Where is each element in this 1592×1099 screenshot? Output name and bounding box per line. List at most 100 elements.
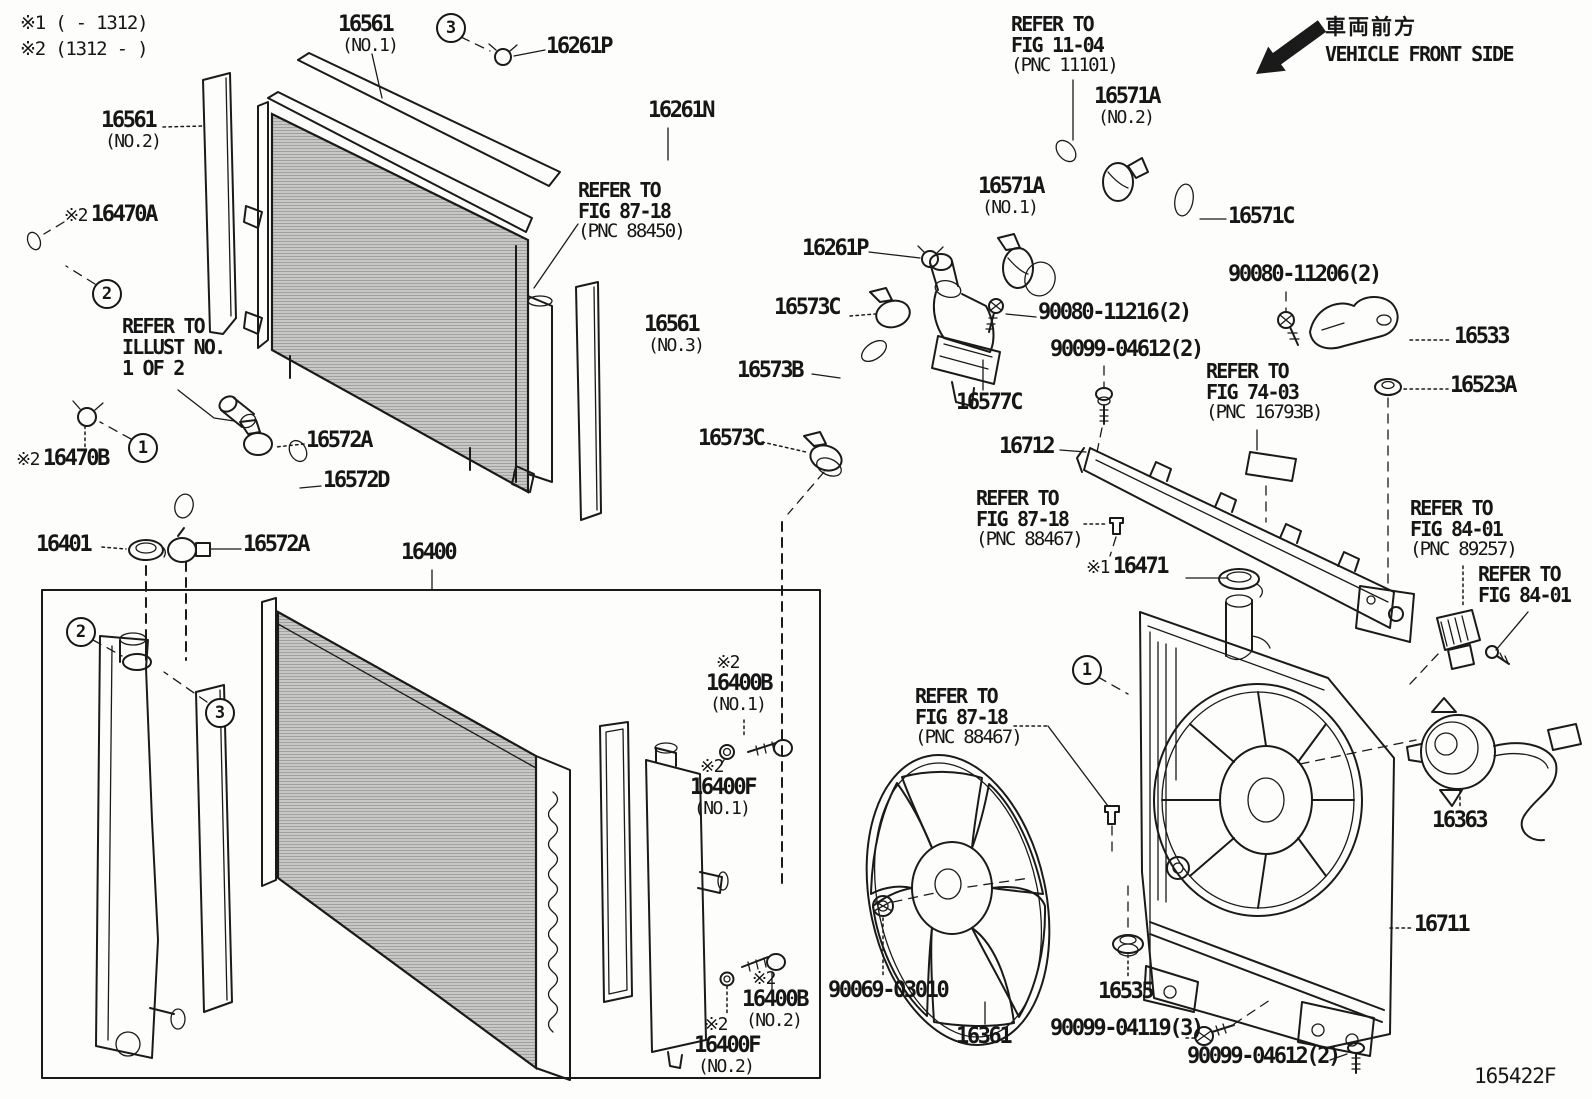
drawing-number: 165422F <box>1474 1064 1557 1088</box>
refer-line: FIG 11-04 <box>1011 32 1105 57</box>
refer-line: FIG 84-01 <box>1410 516 1504 541</box>
part-number: 16261N <box>648 98 715 123</box>
part-number: 16535 <box>1098 979 1155 1004</box>
part-number: 16400F <box>690 774 757 800</box>
label-16573C-1: 16573C <box>774 296 841 320</box>
part-number: 16261P <box>802 236 869 261</box>
refer-line: (PNC 16793B) <box>1206 400 1323 423</box>
part-number-row: 16261N <box>648 98 715 123</box>
part-number: 16471 <box>1112 554 1170 579</box>
label-16523A: 16523A <box>1450 374 1517 398</box>
part-number-row: 90099-04119(3) <box>1050 1017 1204 1041</box>
part-number: 16363 <box>1432 808 1489 833</box>
callout-circle-3-4: 3 <box>205 698 235 728</box>
part-number: 90099-04612(2) <box>1187 1044 1341 1069</box>
callout-circle-2-1: 2 <box>92 279 122 309</box>
label-90069-03010: 90069-03010 <box>828 979 950 1003</box>
part-number: 90080-11206(2) <box>1228 262 1382 287</box>
bracket-16533 <box>1309 296 1399 350</box>
refer-line: FIG 87-18 <box>578 198 672 223</box>
radiator-left-tank <box>95 632 186 1059</box>
note-prefix: ※2 <box>16 449 40 470</box>
clamp-16470B <box>72 400 104 427</box>
part-number: 90099-04612(2) <box>1050 337 1204 362</box>
part-number: 16571A <box>978 174 1045 199</box>
part-number-row: 16400B <box>706 672 773 696</box>
note-asterisk-1: ※1 ( - 1312) <box>20 12 149 34</box>
label-16577C: 16577C <box>956 391 1023 415</box>
label-16572A-1: 16572A <box>306 428 373 453</box>
grommet-16535 <box>1112 934 1144 957</box>
label-16571C: 16571C <box>1228 204 1295 229</box>
hose-16572D <box>174 439 308 519</box>
part-number: 16533 <box>1454 324 1511 349</box>
drain-plug-16400B-no1 <box>747 739 793 757</box>
radiator-support-16712 <box>1076 447 1415 643</box>
vehicle-front-en: VEHICLE FRONT SIDE <box>1325 42 1515 67</box>
label-90099-04612-bottom: 90099-04612(2) <box>1187 1044 1341 1069</box>
radiator-cap-16471 <box>1218 568 1264 598</box>
refer-line: (PNC 11101) <box>1011 53 1119 76</box>
refer-line: (PNC 88467) <box>976 527 1084 550</box>
bolt-90080-11216 <box>985 298 1004 333</box>
part-number-row: 90069-03010 <box>828 979 950 1003</box>
radiator-cap-16401 <box>128 539 166 561</box>
label-16561-no1: 16561(NO.1) <box>338 13 399 56</box>
part-variant: (NO.1) <box>694 797 751 819</box>
part-number: 16400F <box>694 1032 761 1058</box>
vehicle-front-jp: 車両前方 <box>1325 15 1417 39</box>
clamp-16571A-no2 <box>1102 157 1149 202</box>
clamp-16261P-mid <box>917 245 944 268</box>
screw-88467-upper <box>1109 517 1124 535</box>
part-number-row: 16573B <box>737 359 804 383</box>
part-number-row: 90099-04612(2) <box>1050 337 1204 362</box>
part-variant: (NO.1) <box>710 693 767 715</box>
fan-shroud-16711 <box>1139 594 1395 1057</box>
label-16572D: 16572D <box>323 469 390 493</box>
label-90099-04612-top: 90099-04612(2) <box>1050 337 1204 362</box>
part-variant: (NO.2) <box>698 1055 755 1077</box>
refer-line: REFER TO <box>122 314 206 338</box>
part-number-row: 16572D <box>323 469 390 493</box>
refer-line: FIG 84-01 <box>1478 582 1572 607</box>
clamp-16573C-1 <box>869 287 911 329</box>
label-16363: 16363 <box>1432 808 1489 833</box>
label-16533: 16533 <box>1454 324 1511 349</box>
seal-strip-16561-no3 <box>575 281 602 521</box>
connector-89257 <box>1436 609 1510 670</box>
part-number: 16572A <box>306 428 373 453</box>
hose-16571C <box>1024 183 1194 297</box>
part-number-row: 16401 <box>36 533 93 557</box>
part-variant: (NO.1) <box>342 34 399 56</box>
part-number-row: 16573C <box>698 427 765 451</box>
part-variant: (NO.2) <box>105 130 162 152</box>
note-prefix: ※2 <box>752 968 776 989</box>
part-number-row: 16361 <box>956 1025 1013 1049</box>
note-prefix: ※2 <box>700 756 724 777</box>
part-number-row: 16400F <box>694 1032 761 1058</box>
hose-16573B <box>816 339 888 477</box>
radiator-core-16400 <box>261 597 571 1081</box>
radiator-core-seal-strip <box>195 684 233 1013</box>
part-number-row: 16261P <box>546 35 613 59</box>
note-prefix: ※2 <box>64 205 88 226</box>
part-number-row: 16573C <box>774 296 841 320</box>
callout-circle-3-0: 3 <box>436 13 466 43</box>
part-number-row: 16571C <box>1228 204 1295 229</box>
clamp-16573C-2 <box>803 431 843 472</box>
outlet-stub-illust <box>218 395 257 429</box>
part-number: 16571C <box>1228 204 1295 229</box>
note-prefix: ※2 <box>716 652 740 673</box>
leader-lines <box>43 36 1529 1061</box>
part-variant: (NO.3) <box>648 334 705 356</box>
clamp-16261P-top <box>488 43 518 66</box>
refer-line: 1 OF 2 <box>122 355 185 380</box>
